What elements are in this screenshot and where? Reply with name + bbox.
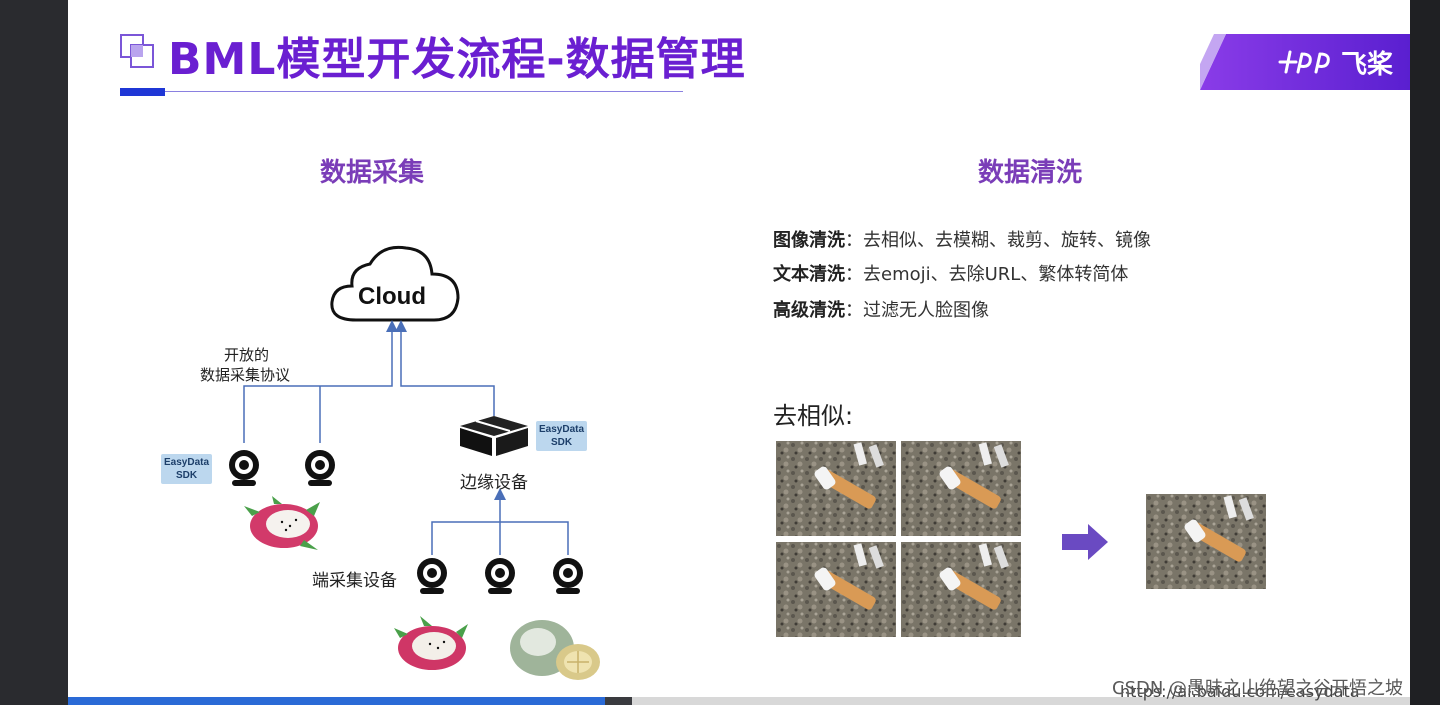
camera-icon [553,558,583,594]
edge-device-label: 边缘设备 [460,473,528,493]
camera-icon [417,558,447,594]
cleaning-row-image: 图像清洗：去相似、去模糊、裁剪、旋转、镜像 [773,230,1151,251]
dedup-label: 去相似: [773,402,854,430]
cleaning-row-advanced: 高级清洗：过滤无人脸图像 [773,300,989,321]
csdn-watermark: CSDN @愚昧之山绝望之谷开悟之坡 [1112,678,1404,699]
deduplicated-image [1146,494,1266,589]
paddle-logo-text: 飞桨 [1341,50,1394,80]
page-title: BML模型开发流程-数据管理 [168,34,746,85]
paddle-logo-mark-icon [1278,50,1330,74]
protocol-label-line2: 数据采集协议 [200,366,291,384]
end-device-label: 端采集设备 [312,571,397,591]
title-underline-accent [120,88,165,96]
camera-icon [485,558,515,594]
dragon-fruit-icon [394,616,468,670]
progress-remaining [605,697,632,705]
title-squares-icon [120,34,154,68]
progress-fill [68,697,605,705]
cloud-label: Cloud [358,283,426,310]
window-edge [1410,0,1440,705]
cleaning-heading: 数据清洗 [978,158,1083,188]
paddle-logo-banner [1200,34,1410,90]
collection-heading: 数据采集 [320,158,425,188]
similar-images-grid [776,441,1021,637]
cloud-icon [330,245,460,322]
moldy-fruit-icon [510,620,600,680]
camera-icon [229,450,259,486]
edge-box-icon [460,416,528,456]
protocol-label-line1: 开放的 [224,346,270,364]
title-underline [120,91,683,92]
connector-lines [243,320,569,555]
cleaning-row-text: 文本清洗：去emoji、去除URL、繁体转简体 [773,264,1129,285]
video-progress-bar[interactable] [68,697,1410,705]
dragon-fruit-icon [244,496,320,550]
slide: BML模型开发流程-数据管理 飞桨 数据采集 Cloud [68,0,1410,697]
source-url-watermark: https://ai.baidu.com/easydata [1120,682,1360,701]
camera-icon [305,450,335,486]
arrow-right-icon [1062,524,1108,560]
